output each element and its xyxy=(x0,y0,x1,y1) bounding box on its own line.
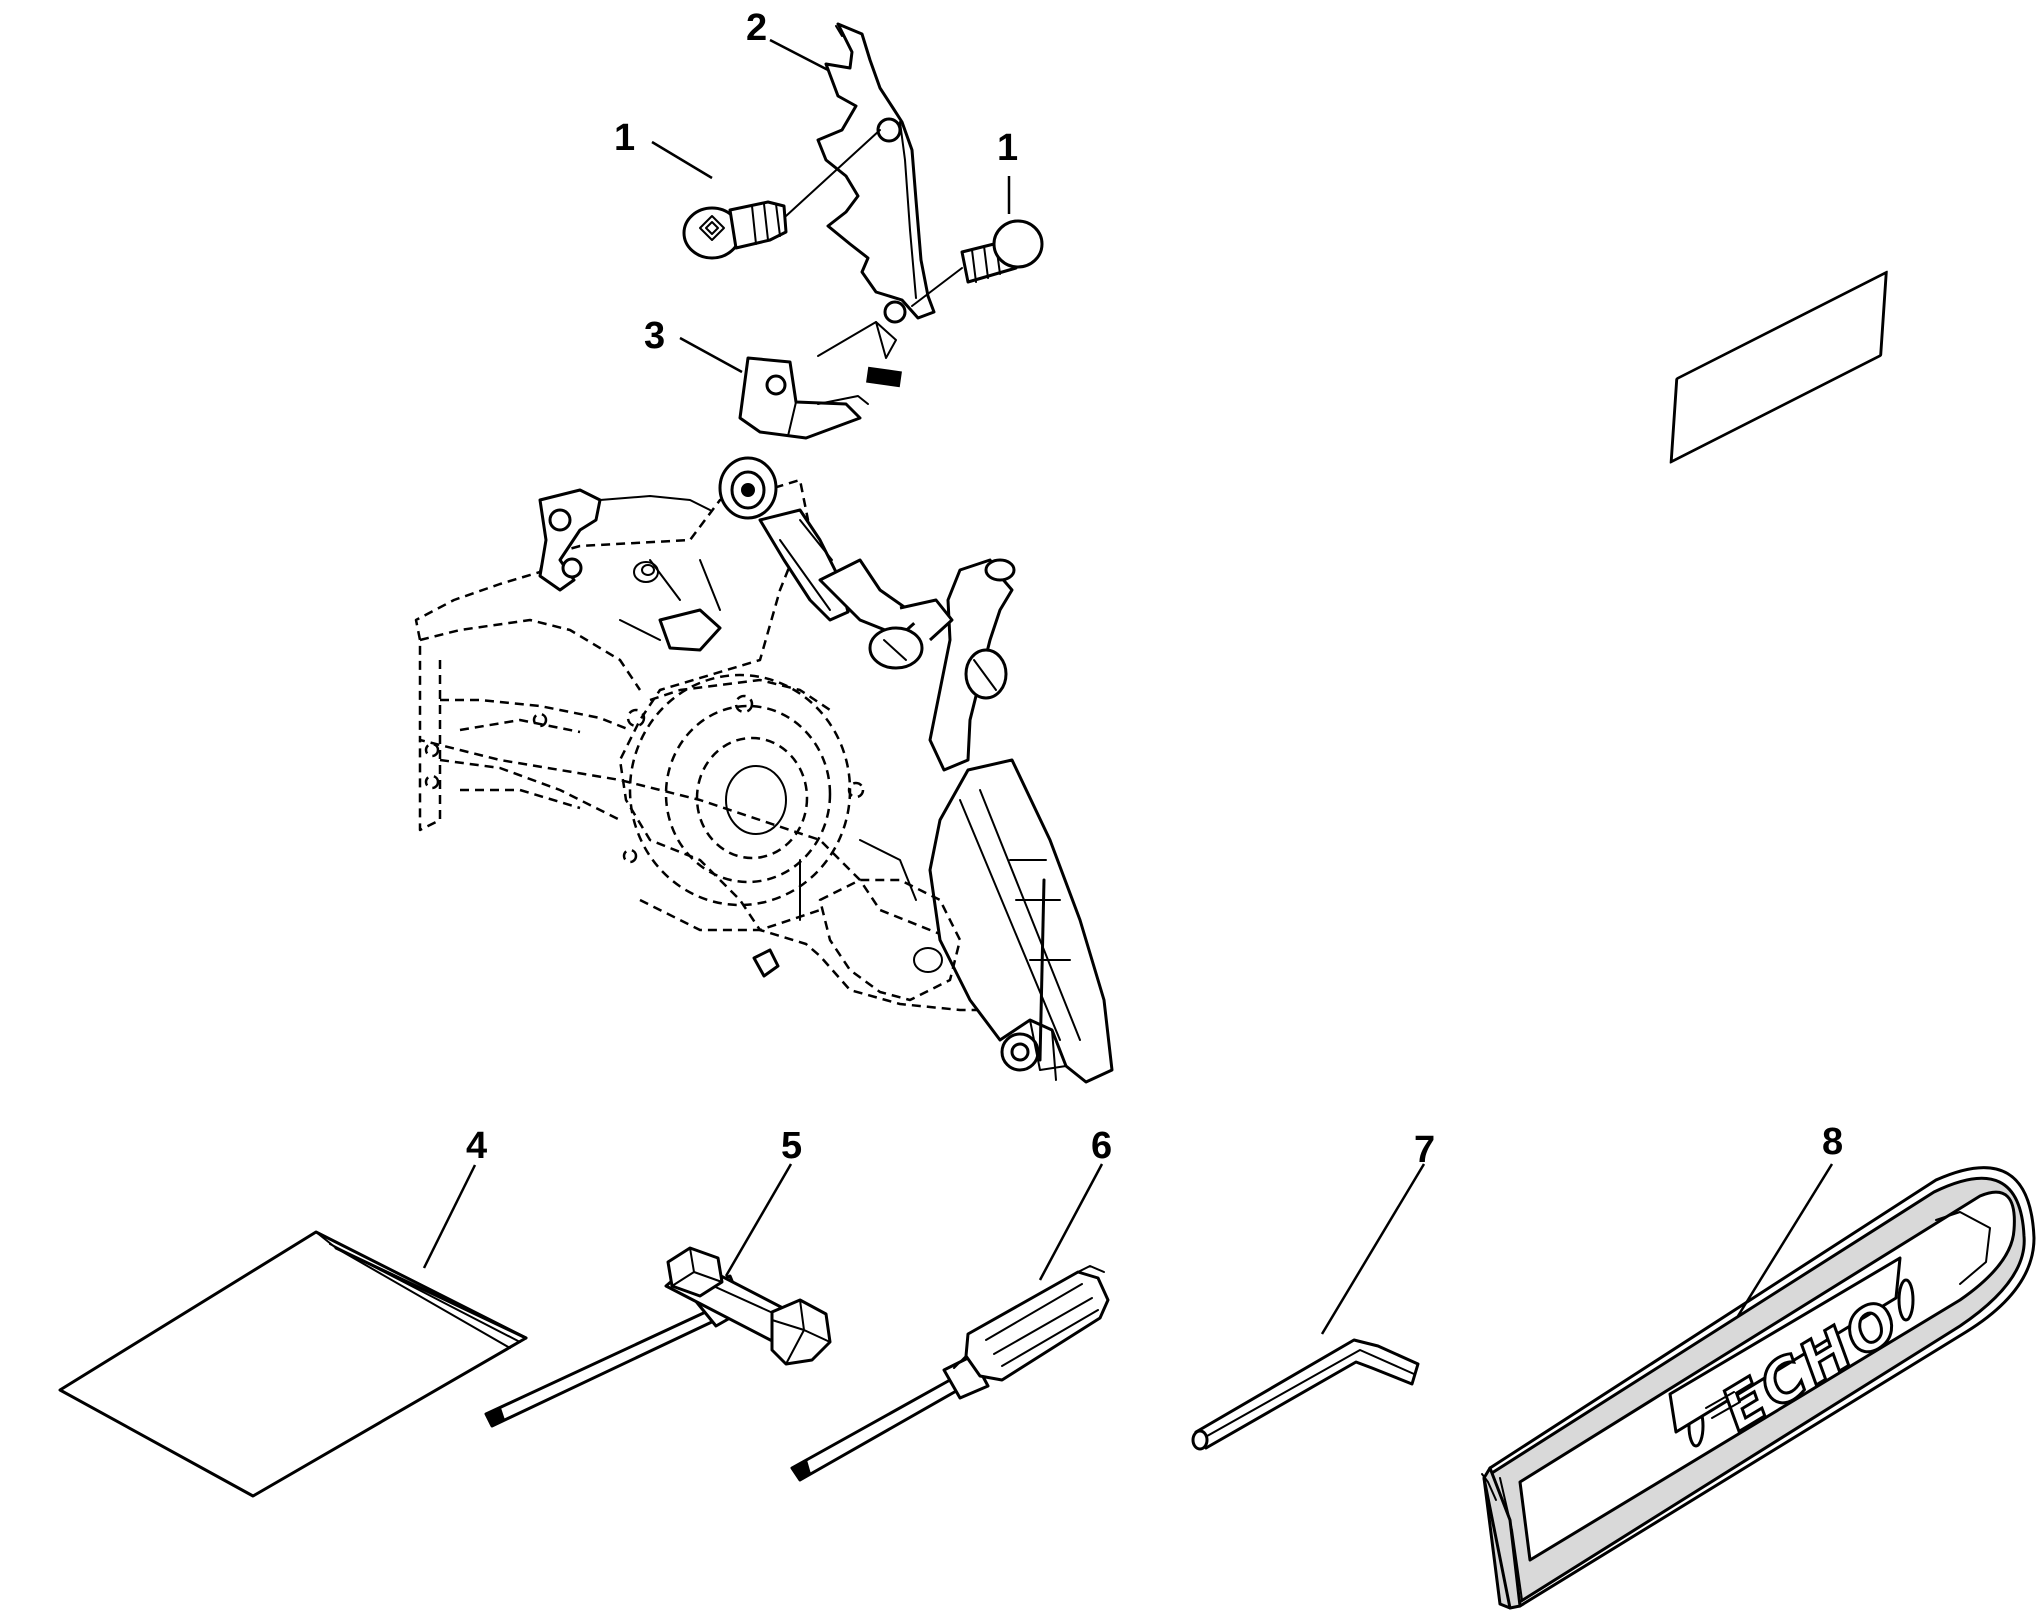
screw-axis-right xyxy=(911,267,963,307)
callout-6: 6 xyxy=(1091,1125,1112,1167)
callout-7: 7 xyxy=(1414,1129,1435,1171)
part-4-manual-bag xyxy=(58,1164,528,1498)
part-2-bumper-spike xyxy=(816,22,936,388)
part-6-screwdriver xyxy=(790,1163,1110,1482)
callout-5: 5 xyxy=(781,1125,802,1167)
callout-2: 2 xyxy=(746,7,767,49)
callout-8: 8 xyxy=(1822,1121,1843,1163)
callout-1-left: 1 xyxy=(614,117,635,159)
callout-3: 3 xyxy=(644,315,665,357)
callout-4: 4 xyxy=(466,1125,487,1167)
leader-3 xyxy=(679,336,743,374)
screw-axis-left xyxy=(785,129,881,217)
callout-1-right: 1 xyxy=(997,127,1018,169)
part-3-bracket xyxy=(738,356,869,440)
part-1-screw-left xyxy=(682,200,788,260)
engine-housing xyxy=(414,456,1114,1084)
part-5-t-wrench xyxy=(484,1163,832,1428)
part-7-hex-key xyxy=(1191,1163,1426,1451)
leader-2 xyxy=(769,38,829,72)
part-1-screw-right xyxy=(960,219,1044,284)
leader-1a xyxy=(651,140,713,180)
bracket-axis xyxy=(817,321,877,357)
part-8-chain-guard: ECHO xyxy=(1481,270,2036,1610)
